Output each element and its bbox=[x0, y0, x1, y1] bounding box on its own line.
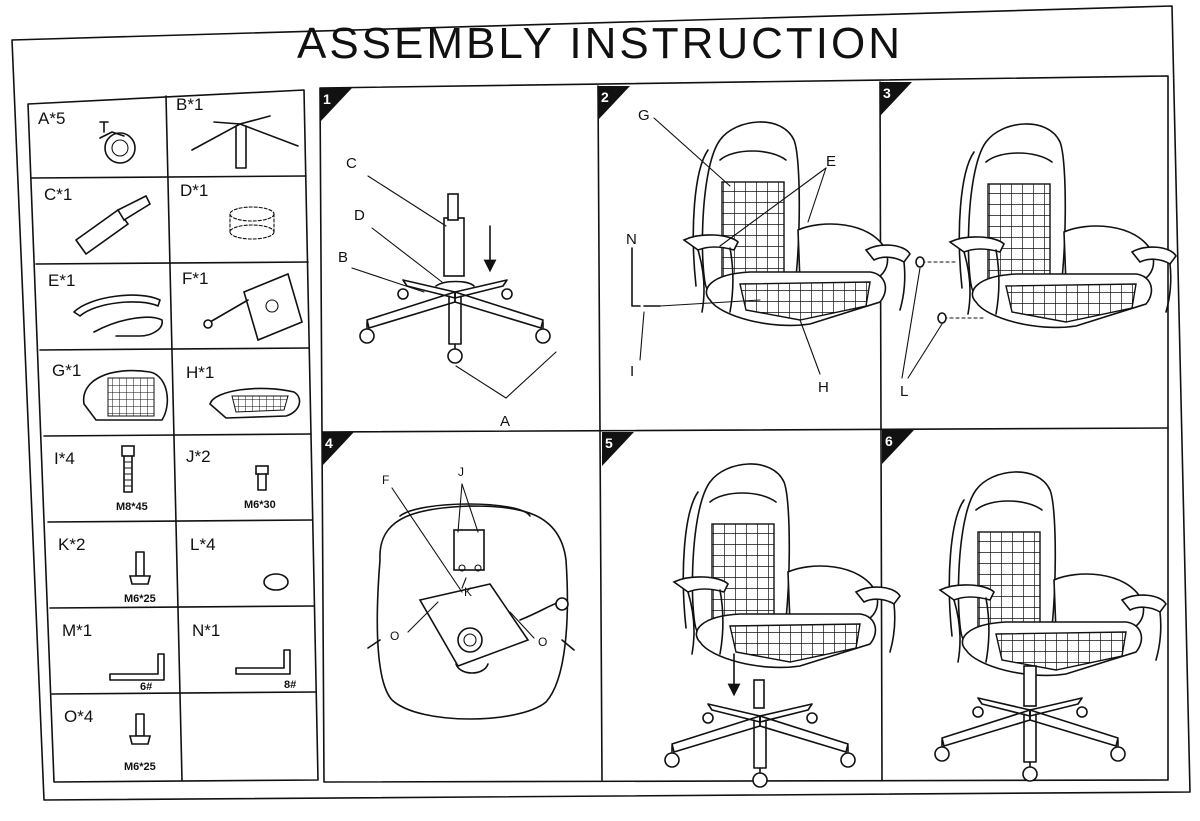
step1-illustration bbox=[351, 175, 557, 399]
part-code: G*1 bbox=[52, 361, 81, 380]
cover-ring-icon bbox=[229, 206, 275, 240]
bolt-m8-icon bbox=[121, 445, 135, 493]
part-code: H*1 bbox=[186, 363, 214, 382]
part-code: B*1 bbox=[176, 95, 203, 114]
step-numbers: 1 2 3 4 5 6 bbox=[323, 85, 893, 451]
part-code: D*1 bbox=[180, 181, 208, 200]
part-code: I*4 bbox=[54, 449, 75, 468]
part-size: 8# bbox=[284, 679, 296, 691]
part-size: 6# bbox=[140, 681, 152, 693]
step-label: D bbox=[354, 207, 365, 224]
step-label: O bbox=[390, 629, 399, 643]
step-label: H bbox=[818, 379, 829, 396]
cap-icon bbox=[263, 573, 289, 591]
step2-illustration bbox=[631, 117, 911, 375]
part-size: M6*25 bbox=[124, 761, 156, 773]
part-code: A*5 bbox=[38, 109, 65, 128]
hex-key-8-icon bbox=[235, 649, 291, 675]
part-size: M6*25 bbox=[124, 593, 156, 605]
part-code: L*4 bbox=[190, 535, 216, 554]
backrest-icon bbox=[82, 369, 169, 421]
step-number: 1 bbox=[323, 91, 331, 107]
step-label: O bbox=[538, 635, 547, 649]
step-number: 4 bbox=[325, 435, 333, 451]
step-number: 6 bbox=[885, 433, 893, 449]
bolt-o-icon bbox=[128, 713, 152, 745]
step3-illustration bbox=[901, 123, 1177, 379]
bolt-m6-30-icon bbox=[255, 465, 269, 491]
step-badges bbox=[320, 82, 914, 466]
parts-labels: A*5 B*1C*1 D*1E*1 F*1G*1 H*1I*4M8*45 J*2M6*30… bbox=[38, 95, 296, 773]
page-title: ASSEMBLY INSTRUCTION bbox=[297, 19, 903, 68]
step-label: B bbox=[338, 249, 348, 266]
step-labels: C D B A G E N I H L F J K O O bbox=[338, 107, 908, 649]
step-number: 2 bbox=[601, 89, 609, 105]
part-size: M8*45 bbox=[116, 501, 148, 513]
part-size: M6*30 bbox=[244, 499, 276, 511]
gas-lift-icon bbox=[74, 194, 152, 256]
step-label: N bbox=[626, 231, 637, 248]
step4-illustration bbox=[367, 483, 575, 720]
part-code: F*1 bbox=[182, 269, 208, 288]
base-icon bbox=[191, 115, 299, 169]
step6-illustration bbox=[934, 471, 1167, 782]
bolt-m6-25-icon bbox=[128, 551, 152, 585]
hex-key-6-icon bbox=[109, 653, 165, 681]
step-label: F bbox=[382, 473, 389, 487]
step-label: A bbox=[500, 413, 510, 430]
step-label: I bbox=[630, 363, 634, 380]
parts-table bbox=[27, 89, 319, 783]
parts-icons bbox=[73, 115, 303, 745]
step-number: 5 bbox=[605, 435, 613, 451]
mechanism-icon bbox=[203, 272, 303, 342]
step-label: L bbox=[900, 383, 908, 400]
seat-icon bbox=[209, 387, 301, 419]
step-number: 3 bbox=[883, 85, 891, 101]
armrest-icon bbox=[73, 294, 163, 337]
step5-illustration bbox=[664, 463, 901, 788]
step-label: K bbox=[464, 585, 472, 599]
step-label: J bbox=[458, 465, 464, 479]
sheet-border bbox=[11, 5, 1191, 801]
step-label: E bbox=[826, 153, 836, 170]
step-label: C bbox=[346, 155, 357, 172]
part-code: N*1 bbox=[192, 621, 220, 640]
part-code: K*2 bbox=[58, 535, 85, 554]
steps-grid bbox=[319, 75, 1169, 783]
part-code: M*1 bbox=[62, 621, 92, 640]
step-label: G bbox=[638, 107, 650, 124]
part-code: E*1 bbox=[48, 271, 75, 290]
part-code: C*1 bbox=[44, 185, 72, 204]
part-code: J*2 bbox=[186, 447, 211, 466]
caster-icon bbox=[99, 121, 136, 164]
part-code: O*4 bbox=[64, 707, 93, 726]
